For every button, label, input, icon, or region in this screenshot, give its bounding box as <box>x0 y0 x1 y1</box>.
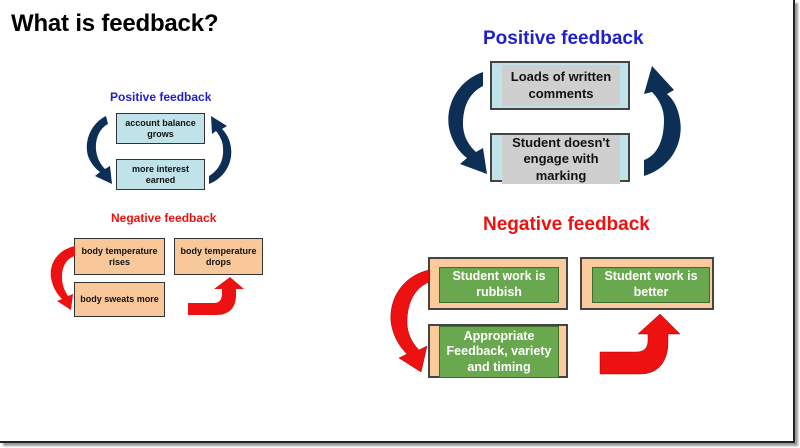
small-positive-box-2: more interest earned <box>116 159 205 190</box>
large-negative-heading: Negative feedback <box>483 214 650 235</box>
small-negative-box-1: body temperature rises <box>74 238 165 275</box>
large-negative-box-1: Student work is rubbish <box>428 257 568 310</box>
large-positive-arrow-up-icon <box>644 66 681 176</box>
large-positive-box-1: Loads of written comments <box>490 61 630 110</box>
small-negative-arrow-up-icon <box>188 277 244 315</box>
large-negative-box-1-text: Student work is rubbish <box>439 267 559 303</box>
large-negative-arrow-down-icon <box>390 269 430 373</box>
large-negative-box-3-text: Student work is better <box>592 267 710 303</box>
large-positive-box-1-text: Loads of written comments <box>502 65 620 106</box>
small-positive-arrow-up-icon <box>209 116 232 184</box>
small-negative-box-3: body temperature drops <box>174 238 263 275</box>
small-positive-box-1: account balance grows <box>116 113 205 144</box>
large-positive-arrow-down-icon <box>448 72 487 174</box>
large-positive-heading: Positive feedback <box>483 28 644 49</box>
large-negative-box-3: Student work is better <box>580 257 714 310</box>
large-negative-box-2: Appropriate Feedback, variety and timing <box>428 324 568 378</box>
large-negative-arrow-up-icon <box>599 313 681 375</box>
large-positive-box-2-text: Student doesn't engage with marking <box>502 135 620 184</box>
small-negative-arrow-down-icon <box>50 246 75 310</box>
small-positive-heading: Positive feedback <box>110 90 212 104</box>
small-negative-heading: Negative feedback <box>111 211 217 225</box>
slide-title: What is feedback? <box>11 10 219 37</box>
small-negative-box-2: body sweats more <box>74 282 165 317</box>
large-positive-box-2: Student doesn't engage with marking <box>490 133 630 184</box>
small-positive-arrow-down-icon <box>86 116 112 184</box>
large-negative-box-2-text: Appropriate Feedback, variety and timing <box>439 326 559 378</box>
